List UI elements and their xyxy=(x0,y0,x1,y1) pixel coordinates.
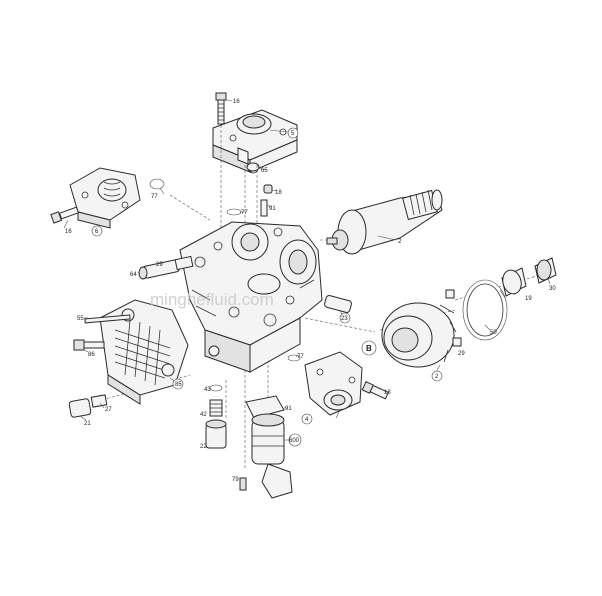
valve-stack-parts xyxy=(226,162,273,217)
callout-64: 64 xyxy=(130,272,137,278)
callout-2-housing: 2 xyxy=(435,374,439,380)
screw-18 xyxy=(361,381,389,400)
bottom-valve-parts xyxy=(205,384,227,449)
left-screw-16 xyxy=(50,206,80,224)
callout-29-right: 29 xyxy=(458,351,465,357)
callout-18-right: 18 xyxy=(384,390,391,396)
callout-77-bottom: 77 xyxy=(297,354,304,360)
drive-shaft-2 xyxy=(326,189,443,255)
callout-42: 42 xyxy=(200,412,207,418)
callout-19: 19 xyxy=(525,296,532,302)
callout-21: 21 xyxy=(84,421,91,427)
top-valve-block xyxy=(212,109,298,173)
left-cover-85 xyxy=(99,299,189,405)
plunger-64 xyxy=(138,259,180,280)
callout-23: 23 xyxy=(341,316,348,322)
callout-18: 18 xyxy=(275,190,282,196)
callout-43: 43 xyxy=(204,387,211,393)
callout-91: 91 xyxy=(269,206,276,212)
callout-77-top: 77 xyxy=(241,210,248,216)
callout-55: 55 xyxy=(77,316,84,322)
bushings-19-30 xyxy=(501,257,557,297)
screws-29 xyxy=(445,289,462,347)
plug-29 xyxy=(174,255,194,271)
callout-29-left: 29 xyxy=(156,262,163,268)
metering-unit-600 xyxy=(239,395,293,499)
callout-27: 27 xyxy=(105,407,112,413)
main-pump-housing xyxy=(179,221,323,373)
callout-2-shaft: 2 xyxy=(398,239,402,245)
left-flange-6 xyxy=(69,167,165,229)
marker-B xyxy=(361,340,377,356)
callout-65: 65 xyxy=(261,168,268,174)
callout-50: 50 xyxy=(490,330,497,336)
callout-79: 79 xyxy=(232,477,239,483)
callout-4: 4 xyxy=(305,417,309,423)
side-port-4 xyxy=(287,351,363,416)
callout-30: 30 xyxy=(549,286,556,292)
plug-21-27 xyxy=(68,394,108,418)
fitting-23 xyxy=(324,295,352,313)
callout-85: 85 xyxy=(175,382,182,388)
callout-B: B xyxy=(366,344,372,353)
bearing-housing xyxy=(381,279,508,368)
callout-16-top: 16 xyxy=(233,99,240,105)
callout-6: 6 xyxy=(95,229,99,235)
watermark: minghefluid.com xyxy=(150,290,274,309)
callouts: 16 5 65 18 91 77 77 6 16 2 64 29 23 19 3… xyxy=(65,99,556,483)
callout-77-left: 77 xyxy=(151,194,158,200)
bolt-55 xyxy=(84,314,131,324)
callout-16-left: 16 xyxy=(65,229,72,235)
top-screw-16 xyxy=(215,92,227,125)
callout-600: 600 xyxy=(289,438,300,444)
callout-86: 86 xyxy=(88,352,95,358)
bolt-86 xyxy=(73,339,105,351)
callout-5: 5 xyxy=(291,131,295,137)
callout-22: 22 xyxy=(200,444,207,450)
callout-91-bottom: 91 xyxy=(285,406,292,412)
leader-lines xyxy=(63,99,551,441)
